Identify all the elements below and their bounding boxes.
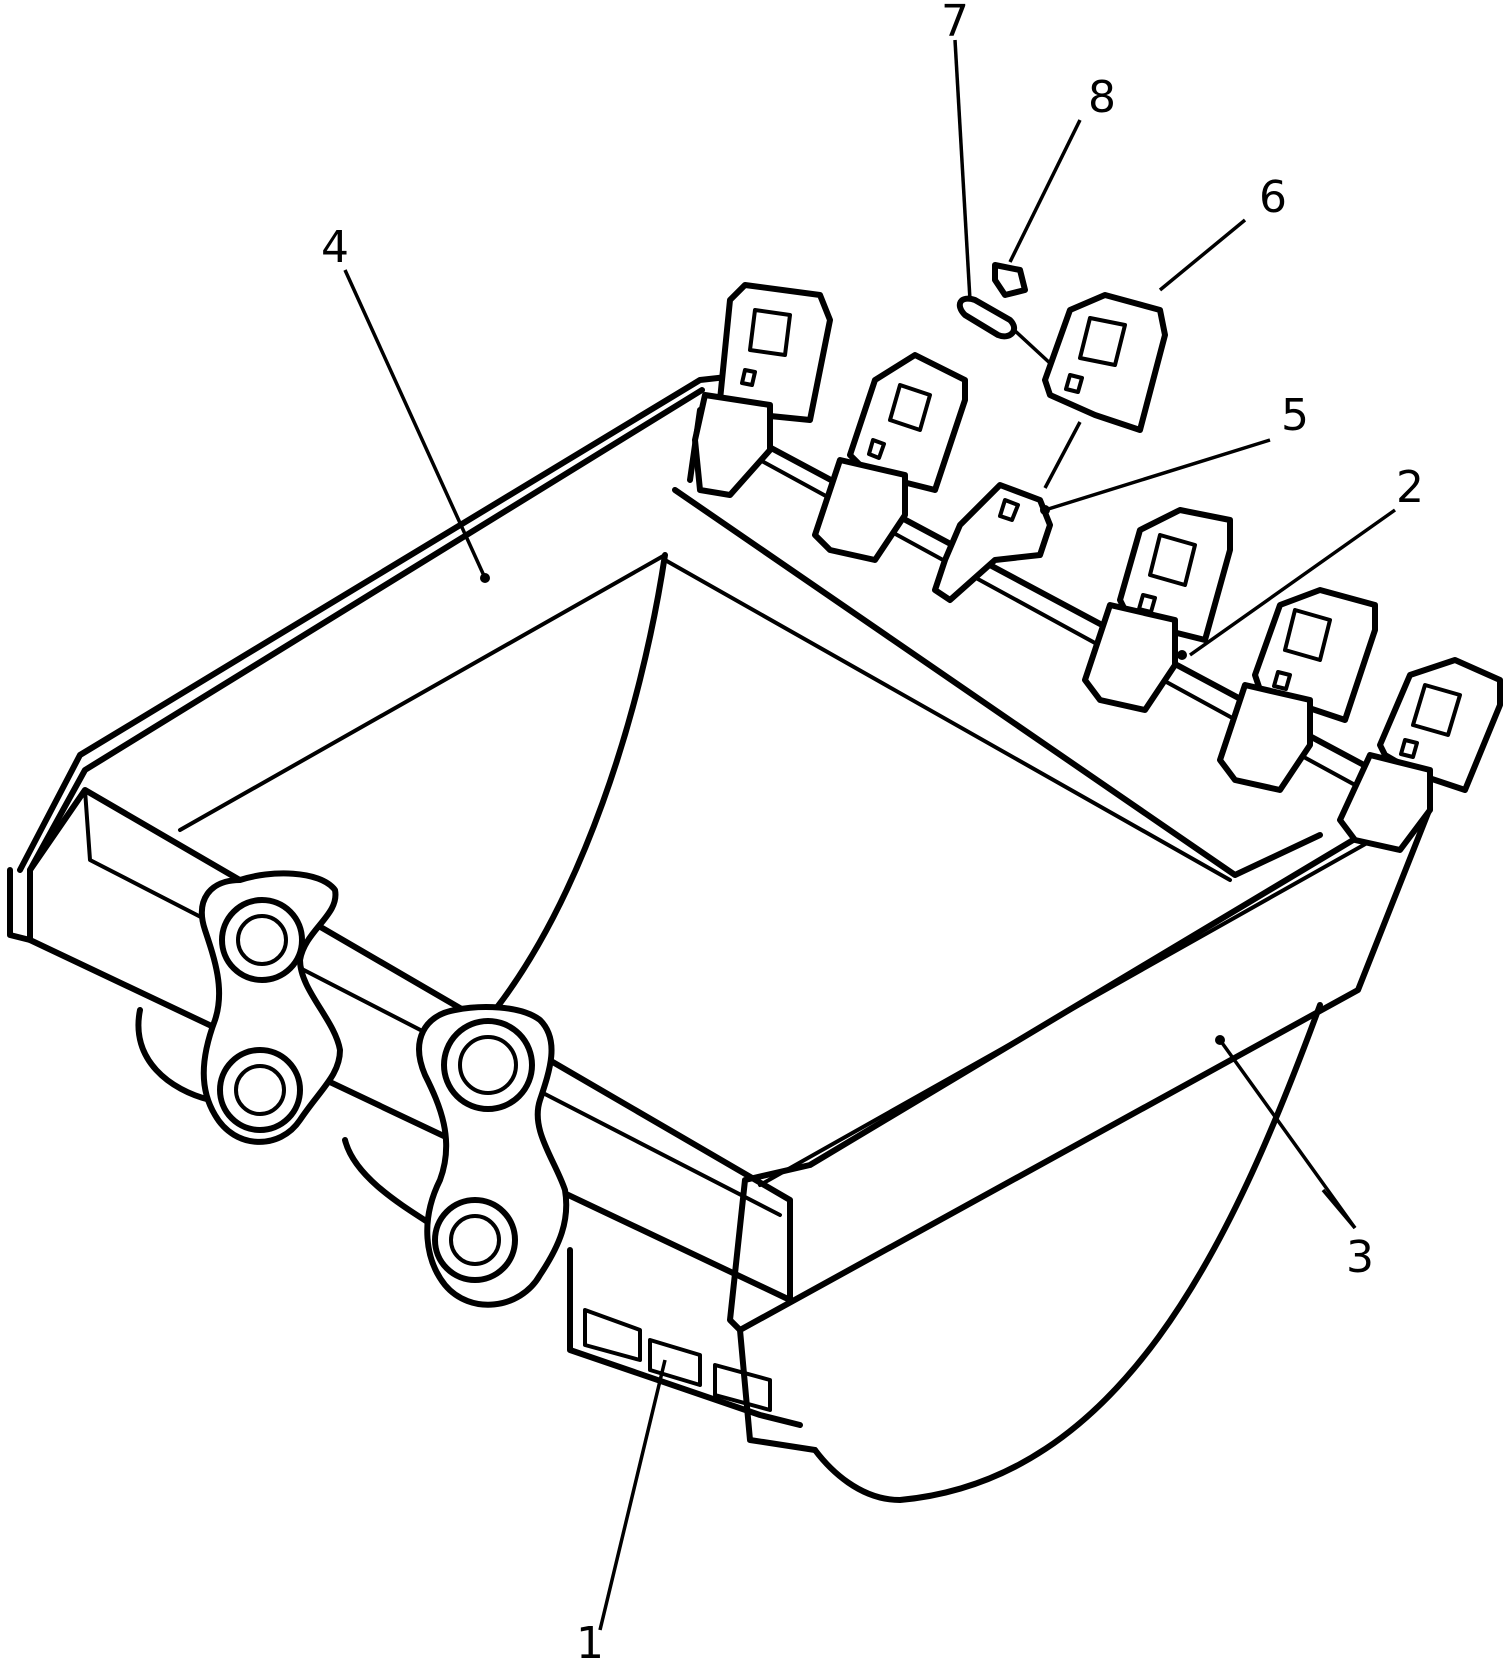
callout-8: 8	[1088, 72, 1116, 123]
leader-7	[953, 39, 972, 301]
back-frame	[27, 787, 803, 1428]
boss-plate-left	[198, 870, 343, 1145]
lock-pin-7	[956, 295, 1018, 340]
leader-3b	[1321, 1188, 1357, 1230]
tooth-point-6	[1042, 292, 1168, 433]
leader-5	[1044, 438, 1271, 512]
leader-3	[1218, 1038, 1357, 1230]
pin-retainer-8	[992, 262, 1028, 298]
callout-3: 3	[1346, 1232, 1374, 1283]
tooth-adapter-5	[932, 482, 1053, 603]
leader-6	[1158, 218, 1247, 292]
bucket-interior	[492, 487, 1323, 1013]
tooth-2	[812, 352, 968, 563]
bucket-bottom-shell	[737, 1002, 1323, 1503]
callout-labels: 1 2 3 4 5 6 7 8	[321, 0, 1424, 1664]
tooth-row	[692, 282, 1503, 853]
boss-plate-right	[416, 1004, 570, 1308]
tooth-5	[1337, 657, 1503, 853]
callout-2: 2	[1396, 462, 1424, 513]
callout-5: 5	[1281, 390, 1309, 441]
reference-dots	[480, 505, 1225, 1045]
tooth-1	[692, 282, 833, 498]
callout-4: 4	[321, 222, 349, 273]
left-side-plate	[7, 372, 748, 943]
leader-2	[1188, 508, 1397, 657]
leader-lines	[343, 39, 1397, 1631]
right-side-plate	[727, 797, 1433, 1333]
tooth-4	[1217, 587, 1378, 793]
tooth-3	[1082, 507, 1233, 713]
leader-1	[598, 1359, 667, 1631]
callout-1: 1	[576, 1618, 604, 1664]
leader-4	[343, 269, 487, 579]
pin-assembly-line	[1010, 326, 1054, 367]
point-adapter-line	[1043, 421, 1082, 489]
callout-7: 7	[941, 0, 969, 47]
callout-6: 6	[1259, 172, 1287, 223]
leader-8	[1008, 119, 1082, 263]
